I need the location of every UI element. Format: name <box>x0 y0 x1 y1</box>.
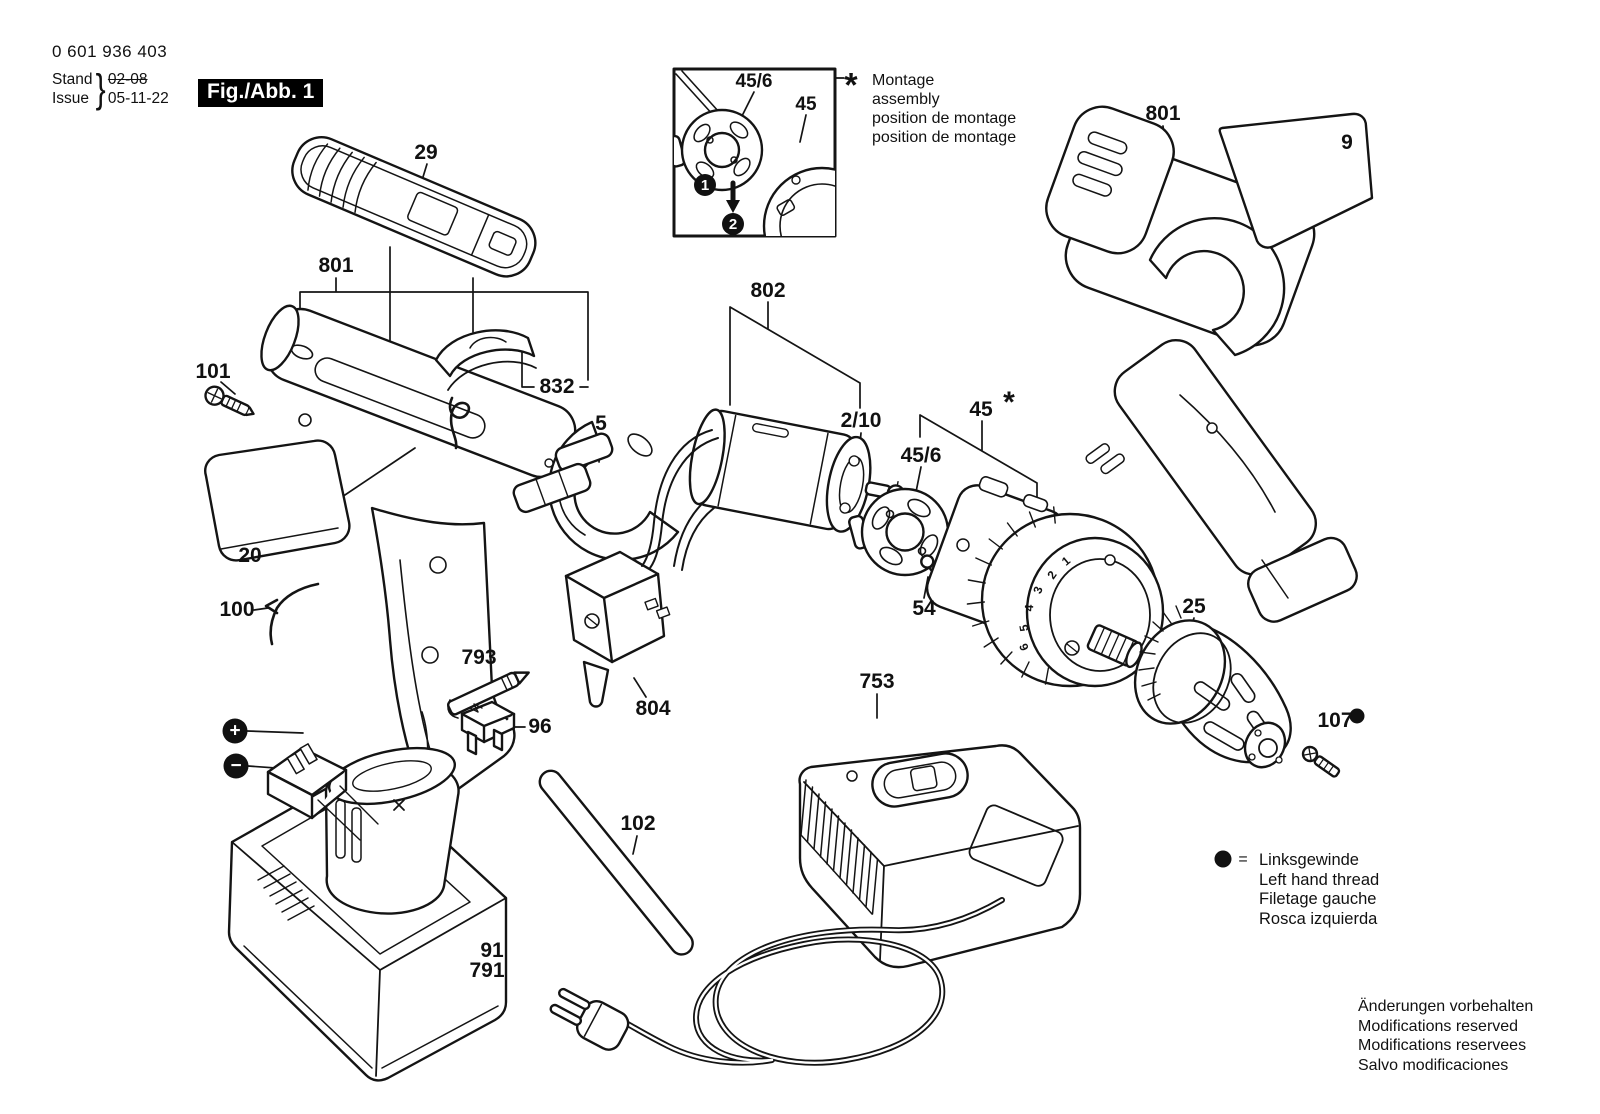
thread-legend: Linksgewinde Left hand thread Filetage g… <box>1259 851 1379 929</box>
part-label-45-star: * <box>1003 386 1015 419</box>
stand-label: Stand <box>52 71 93 88</box>
switch-804-drawing <box>564 550 671 708</box>
wire-100-drawing <box>264 582 320 646</box>
footer-line-fr: Modifications reservees <box>1358 1037 1527 1054</box>
part-label-5: 5 <box>595 412 607 435</box>
footer-line-de: Änderungen vorbehalten <box>1358 998 1534 1015</box>
label-blade-9-drawing <box>1218 112 1374 249</box>
button-5-drawing <box>512 432 614 514</box>
part-label-832: 832 <box>539 375 575 398</box>
inset-step-2-marker: 2 <box>722 213 744 235</box>
footer-line-es: Salvo modificaciones <box>1358 1056 1509 1074</box>
clip-96-drawing <box>460 700 516 756</box>
chuck-drawing <box>1133 605 1292 769</box>
document-part-number: 0 601 936 403 <box>52 42 168 61</box>
part-label-802: 802 <box>750 279 786 302</box>
brush-793-drawing <box>446 671 530 716</box>
part-label-inset-45-6: 45/6 <box>735 71 773 92</box>
modifications-notice: Änderungen vorbehalten Modifications res… <box>1358 997 1533 1075</box>
inset-step-1-marker: 1 <box>694 174 716 196</box>
power-plug-drawing <box>549 987 630 1051</box>
brace-glyph: } <box>95 67 106 111</box>
wire-bail-102-drawing <box>538 769 694 956</box>
legend-line-en: Left hand thread <box>1259 870 1380 889</box>
note-line-en: assembly <box>872 91 940 108</box>
part-label-45-6: 45/6 <box>900 444 942 467</box>
part-label-107: 107 <box>1317 709 1353 732</box>
part-label-45: 45 <box>969 398 993 421</box>
battery-drawing <box>227 743 508 1082</box>
screw-101-drawing <box>204 385 255 417</box>
charger-drawing <box>549 744 1082 1066</box>
note-line-fr2: position de montage <box>872 129 1017 146</box>
inset-box-drawing <box>672 67 837 238</box>
legend-line-es: Rosca izquierda <box>1259 909 1378 928</box>
motor-drawing <box>641 408 909 571</box>
top-cover-29-drawing <box>291 136 537 278</box>
note-line-fr: position de montage <box>872 110 1017 127</box>
screw-107-drawing <box>1301 745 1341 778</box>
part-label-100: 100 <box>219 598 255 621</box>
legend-equals: = <box>1238 851 1248 868</box>
part-label-91: 91 <box>480 939 504 962</box>
part-label-9: 9 <box>1341 131 1353 154</box>
part-label-54: 54 <box>912 597 936 620</box>
part-label-791: 791 <box>469 959 505 982</box>
part-label-101: 101 <box>195 360 231 383</box>
stand-value: 02-08 <box>107 71 148 88</box>
part-label-20: 20 <box>238 544 262 567</box>
clamp-832-drawing <box>434 329 537 450</box>
note-line-de: Montage <box>872 72 935 89</box>
figure-title-badge: Fig./Abb. 1 <box>198 79 324 107</box>
assembly-note-star: * <box>844 66 858 105</box>
part-label-2-10: 2/10 <box>840 409 882 432</box>
issue-label: Issue <box>52 90 90 107</box>
part-label-clutch-4: 4 <box>1021 604 1037 612</box>
issue-value: 05-11-22 <box>107 90 169 107</box>
part-label-29: 29 <box>414 141 438 164</box>
battery-plus-symbol: + <box>222 718 248 744</box>
part-label-804: 804 <box>635 697 671 720</box>
left-hand-thread-dot <box>1349 708 1365 724</box>
legend-line-de: Linksgewinde <box>1259 851 1359 869</box>
part-label-801-left: 801 <box>318 254 354 277</box>
part-label-793: 793 <box>461 646 497 669</box>
footer-line-en: Modifications reserved <box>1358 1017 1519 1035</box>
part-label-102: 102 <box>620 812 656 835</box>
part-label-753: 753 <box>859 670 895 693</box>
plate-20-drawing <box>204 439 351 562</box>
stand-issue-block: Stand Issue } 02-08 05-11-22 <box>52 67 169 111</box>
assembly-note: Montage assembly position de montage pos… <box>872 71 1016 147</box>
legend-dot-icon <box>1214 850 1232 868</box>
part-label-inset-45: 45 <box>795 94 817 115</box>
brush-wire <box>447 699 459 719</box>
legend-line-fr: Filetage gauche <box>1259 890 1377 908</box>
part-label-801-right: 801 <box>1145 102 1181 125</box>
gearbox-drawing <box>925 476 1165 688</box>
part-label-96: 96 <box>528 715 552 738</box>
battery-minus-symbol: − <box>223 753 249 779</box>
part-label-25: 25 <box>1182 595 1206 618</box>
